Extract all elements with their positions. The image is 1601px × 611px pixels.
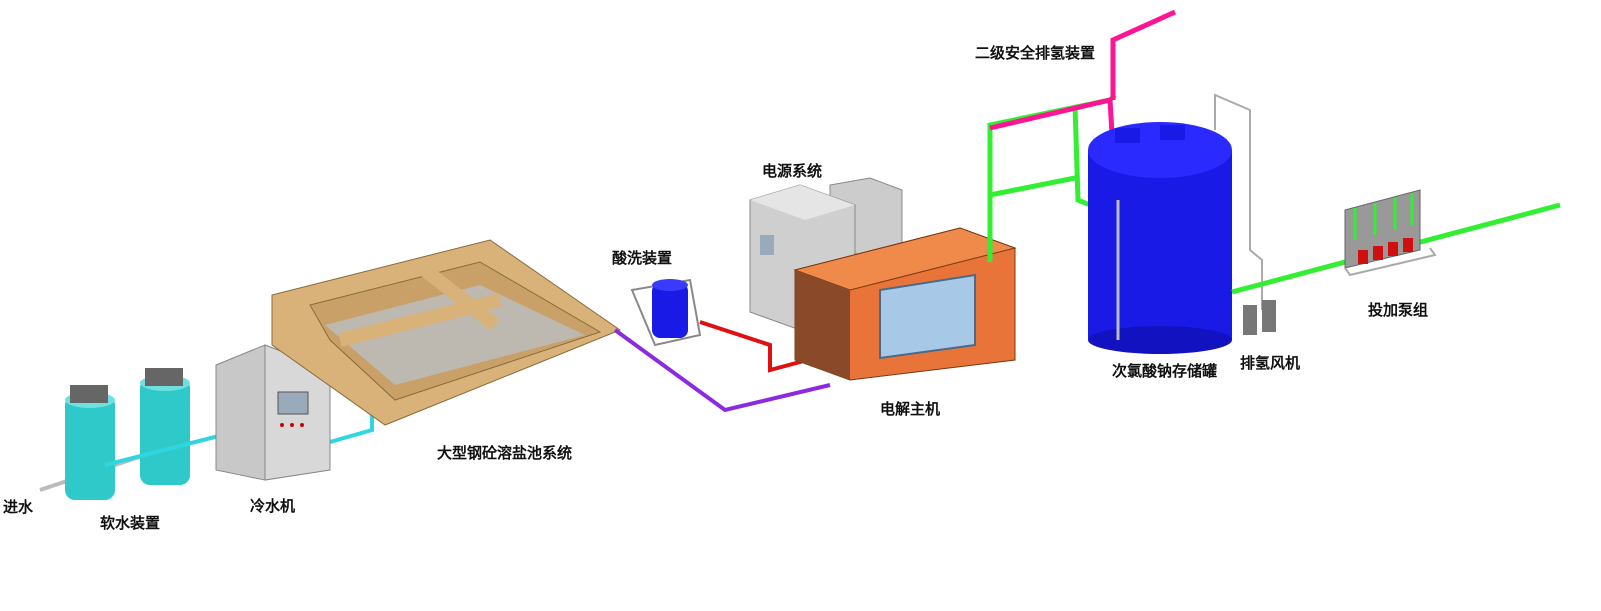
salt-pool: [271, 239, 622, 426]
label-salt-pool: 大型钢砼溶盐池系统: [437, 444, 573, 462]
chiller-unit: [215, 344, 331, 481]
label-dosing-pumps: 投加泵组: [1368, 301, 1429, 319]
label-electrolyzer: 电解主机: [880, 400, 941, 418]
label-storage-tank: 次氯酸钠存储罐: [1112, 362, 1218, 380]
softener-tanks: [65, 368, 190, 500]
label-softener: 软水装置: [100, 514, 161, 532]
dosing-pump-skid: [1344, 189, 1437, 277]
label-h2-vent: 二级安全排氢装置: [975, 44, 1096, 62]
electrolyzer-unit: [793, 227, 1017, 381]
acid-pipe: [699, 320, 802, 373]
label-h2-fan: 排氢风机: [1240, 354, 1301, 372]
h2-fan: [1214, 93, 1276, 335]
label-acid-wash: 酸洗装置: [612, 249, 673, 267]
storage-tank: [1088, 122, 1232, 354]
label-inlet: 进水: [3, 498, 34, 516]
label-power-system: 电源系统: [762, 162, 823, 180]
brine-pipe: [613, 328, 831, 413]
label-chiller: 冷水机: [250, 497, 296, 515]
acid-wash-unit: [630, 278, 702, 347]
